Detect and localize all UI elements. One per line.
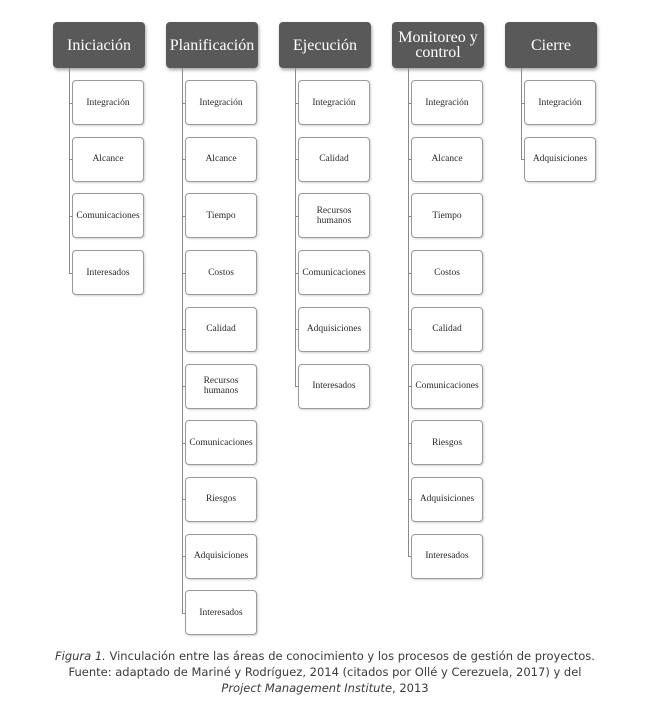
knowledge-area-box: Interesados <box>411 533 483 579</box>
connector-line <box>521 68 522 160</box>
knowledge-area-box: Integración <box>524 80 596 125</box>
figure-label: Figura 1. <box>55 649 106 663</box>
phase-header: Iniciación <box>53 22 145 68</box>
knowledge-area-box: Tiempo <box>185 193 257 239</box>
knowledge-area-box: Calidad <box>185 306 257 352</box>
knowledge-area-box: Tiempo <box>411 193 483 239</box>
knowledge-area-box: Integración <box>185 80 257 125</box>
knowledge-area-box: Comunicaciones <box>72 193 144 239</box>
connector-tick <box>295 386 298 387</box>
connector-tick <box>182 612 185 614</box>
connector-tick <box>295 329 298 331</box>
phase-header: Ejecución <box>279 22 371 68</box>
knowledge-area-box: Costos <box>411 250 483 296</box>
knowledge-area-box: Interesados <box>72 250 144 296</box>
connector-tick <box>295 215 298 217</box>
knowledge-area-box: Integración <box>411 80 483 125</box>
knowledge-area-box: Recursos humanos <box>185 363 257 409</box>
knowledge-area-box: Alcance <box>185 136 257 182</box>
caption-institute: Project Management Institute <box>221 681 393 695</box>
connector-tick <box>182 556 185 558</box>
connector-tick <box>408 159 411 161</box>
knowledge-area-box: Riesgos <box>185 476 257 522</box>
caption-line-1: Figura 1. Vinculación entre las áreas de… <box>20 648 630 664</box>
connector-tick <box>521 102 524 104</box>
knowledge-area-box: Adquisiciones <box>185 533 257 579</box>
connector-tick <box>408 272 411 274</box>
connector-tick <box>408 386 411 387</box>
connector-tick <box>295 272 298 274</box>
knowledge-area-box: Interesados <box>298 363 370 409</box>
connector-tick <box>69 159 72 161</box>
connector-line <box>69 68 70 273</box>
connector-tick <box>69 215 72 217</box>
connector-tick <box>408 329 411 331</box>
caption-title: Vinculación entre las áreas de conocimie… <box>105 649 595 663</box>
connector-line <box>295 68 296 386</box>
knowledge-area-box: Adquisiciones <box>524 136 596 182</box>
connector-tick <box>521 159 524 161</box>
phase-header: Planificación <box>166 22 258 68</box>
phase-header: Cierre <box>505 22 597 68</box>
knowledge-area-box: Recursos humanos <box>298 193 370 239</box>
connector-tick <box>295 102 298 104</box>
connector-tick <box>182 272 185 274</box>
connector-tick <box>182 102 185 104</box>
knowledge-area-box: Alcance <box>411 136 483 182</box>
knowledge-area-box: Calidad <box>298 136 370 182</box>
knowledge-area-box: Riesgos <box>411 420 483 466</box>
knowledge-area-box: Integración <box>298 80 370 125</box>
knowledge-area-box: Integración <box>72 80 144 125</box>
connector-tick <box>182 499 185 501</box>
connector-tick <box>408 102 411 104</box>
connector-tick <box>182 442 185 444</box>
connector-tick <box>408 215 411 217</box>
caption-source: Fuente: adaptado de Mariné y Rodríguez, … <box>68 665 582 679</box>
connector-tick <box>182 329 185 331</box>
connector-line <box>182 68 183 613</box>
knowledge-area-box: Adquisiciones <box>411 476 483 522</box>
connector-tick <box>69 102 72 104</box>
connector-tick <box>295 159 298 161</box>
connector-line <box>408 68 409 557</box>
caption-year: , 2013 <box>392 681 429 695</box>
connector-tick <box>69 272 72 274</box>
connector-tick <box>182 386 185 387</box>
knowledge-area-box: Alcance <box>72 136 144 182</box>
connector-tick <box>408 499 411 501</box>
knowledge-area-box: Comunicaciones <box>185 420 257 466</box>
connector-tick <box>182 215 185 217</box>
phase-header: Monitoreo y control <box>392 22 484 68</box>
knowledge-area-box: Costos <box>185 250 257 296</box>
connector-tick <box>408 442 411 444</box>
connector-tick <box>408 556 411 558</box>
knowledge-area-box: Comunicaciones <box>298 250 370 296</box>
caption-line-3: Project Management Institute, 2013 <box>20 680 630 696</box>
connector-tick <box>182 159 185 161</box>
knowledge-area-box: Interesados <box>185 590 257 636</box>
knowledge-area-box: Comunicaciones <box>411 363 483 409</box>
knowledge-area-box: Calidad <box>411 306 483 352</box>
knowledge-area-box: Adquisiciones <box>298 306 370 352</box>
figure-caption: Figura 1. Vinculación entre las áreas de… <box>20 648 630 696</box>
